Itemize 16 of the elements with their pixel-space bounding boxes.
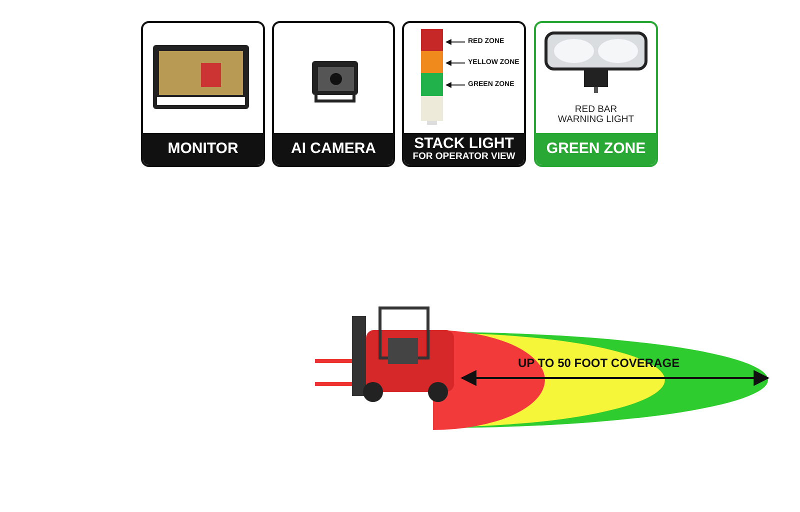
card-title: STACK LIGHT	[414, 136, 514, 152]
product-card	[272, 21, 395, 167]
leader-line	[445, 60, 466, 66]
light-segment	[421, 51, 443, 73]
light-segment	[421, 29, 443, 51]
product-card	[534, 21, 658, 167]
card-title: AI CAMERA	[291, 141, 376, 157]
leader-line	[445, 82, 466, 88]
product-card	[141, 21, 265, 167]
leader-line	[445, 39, 466, 45]
card-caption: RED BAR WARNING LIGHT	[556, 105, 636, 125]
light-segment	[421, 73, 443, 96]
product-card	[402, 21, 526, 167]
card-title: MONITOR	[168, 141, 238, 157]
card-subtitle: FOR OPERATOR VIEW	[412, 152, 516, 162]
card-title: GREEN ZONE	[546, 141, 646, 157]
